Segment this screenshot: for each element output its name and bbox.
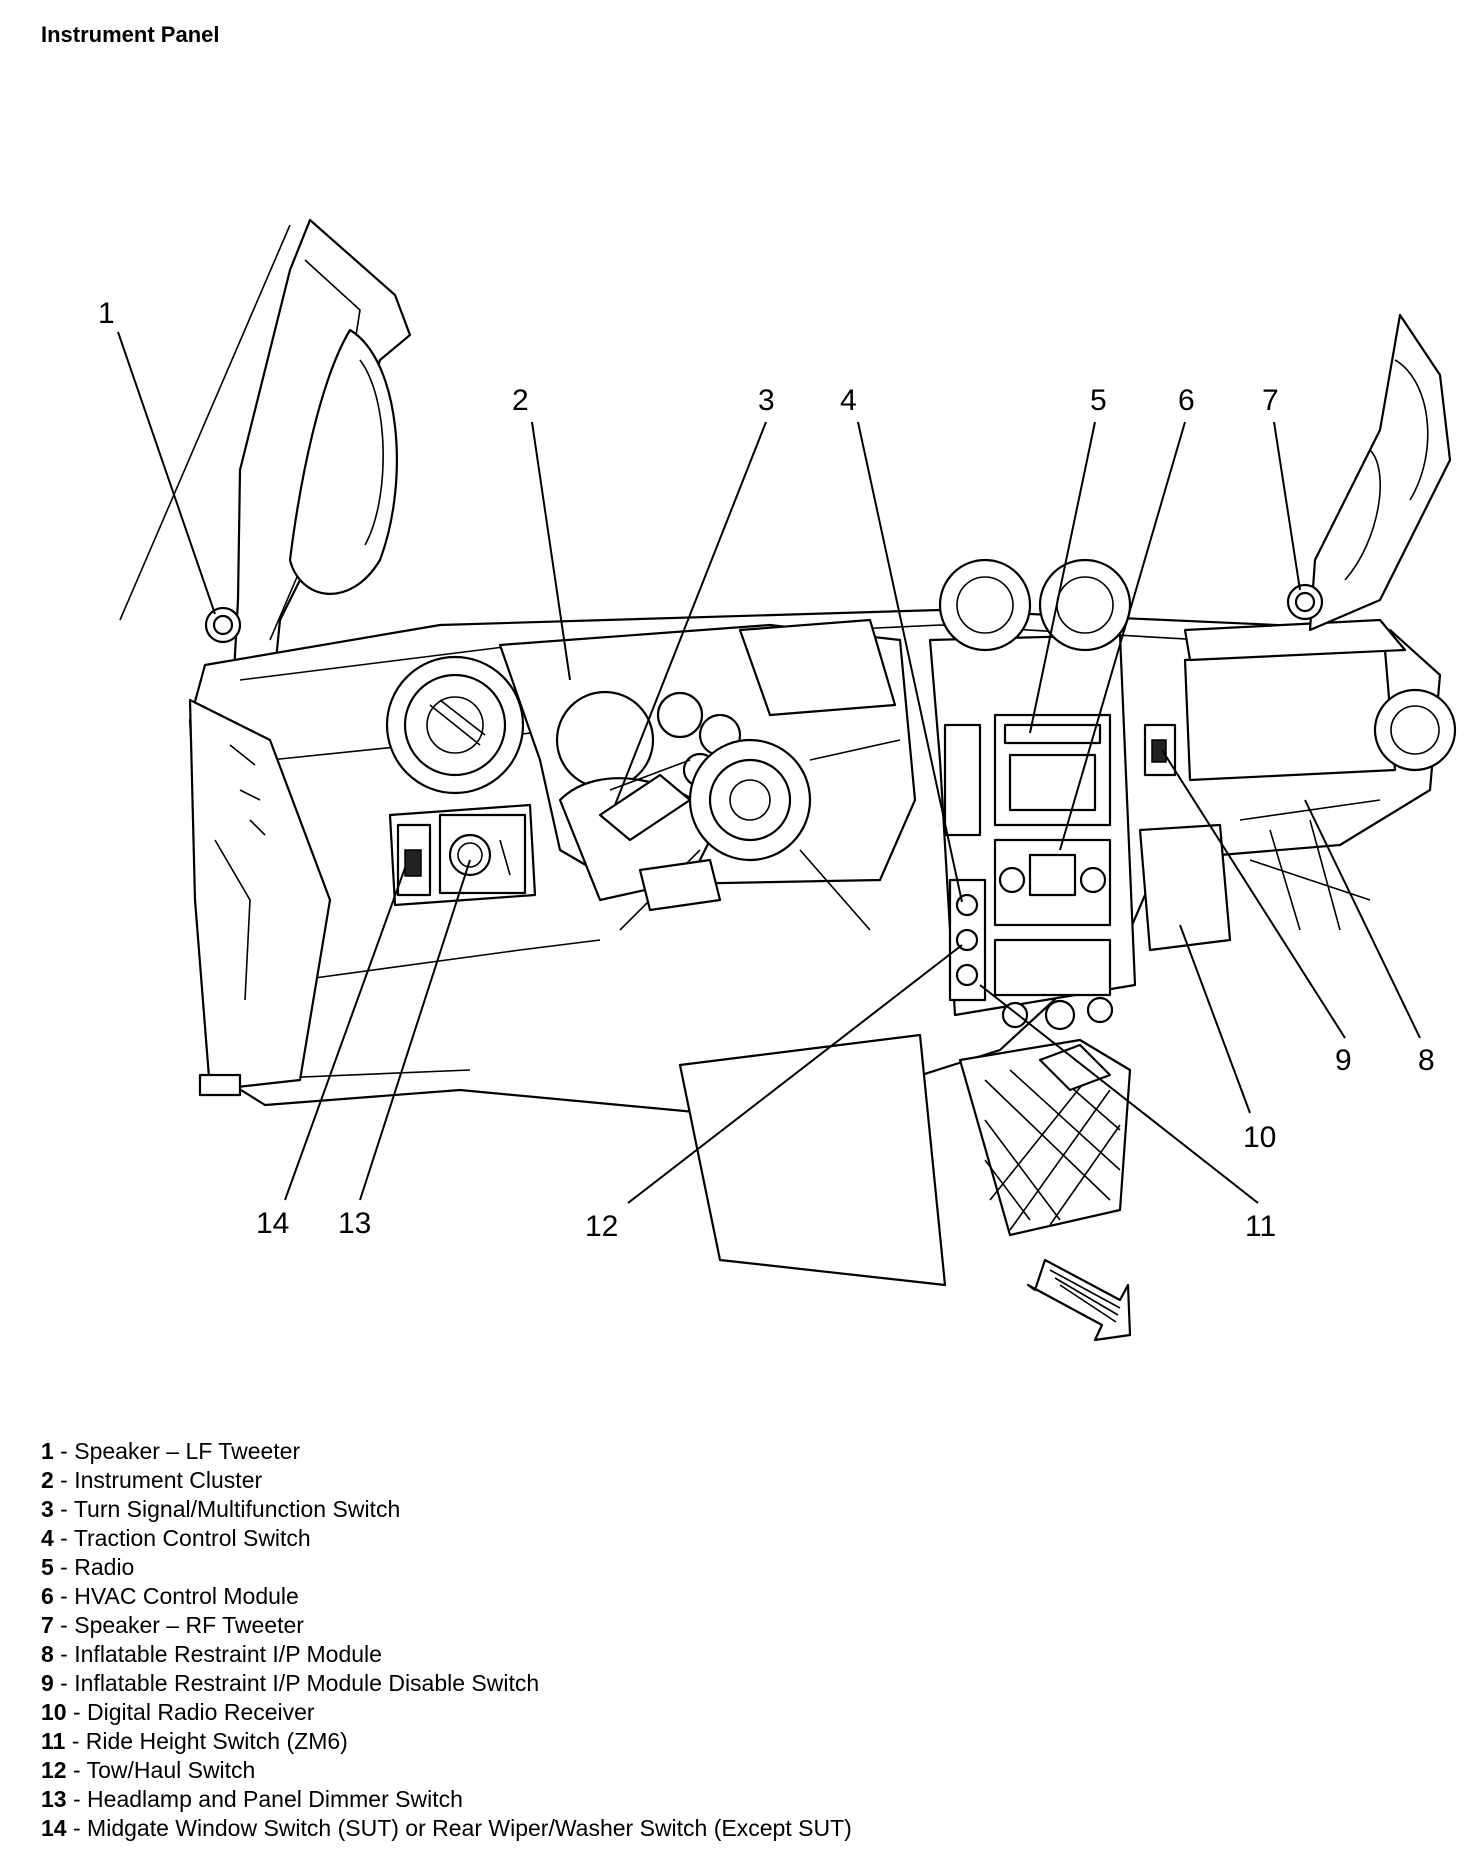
legend-text: Digital Radio Receiver	[87, 1699, 315, 1725]
legend-number: 5	[41, 1554, 54, 1580]
callout-9: 9	[1335, 1044, 1352, 1077]
legend-separator: -	[53, 1438, 75, 1464]
legend-number: 13	[41, 1786, 67, 1812]
legend-text: Turn Signal/Multifunction Switch	[73, 1496, 401, 1522]
legend-number: 12	[41, 1757, 67, 1783]
left-a-pillar	[228, 218, 412, 747]
left-kick-panel	[188, 698, 332, 1097]
diagram-title: Instrument Panel	[41, 22, 220, 47]
legend-text: Headlamp and Panel Dimmer Switch	[87, 1786, 463, 1812]
lower-console	[678, 1033, 1132, 1287]
legend-item: 6 - HVAC Control Module	[41, 1582, 852, 1611]
legend-item: 11 - Ride Height Switch (ZM6)	[41, 1727, 852, 1756]
legend-number: 10	[41, 1699, 67, 1725]
legend-text: Ride Height Switch (ZM6)	[85, 1728, 348, 1754]
callout-11: 11	[1245, 1210, 1276, 1243]
legend-item: 10 - Digital Radio Receiver	[41, 1698, 852, 1727]
legend-number: 8	[41, 1641, 54, 1667]
left-air-vent	[385, 655, 525, 795]
legend-separator: -	[53, 1612, 75, 1638]
legend-number: 6	[41, 1583, 54, 1609]
legend-item: 14 - Midgate Window Switch (SUT) or Rear…	[41, 1814, 852, 1843]
front-arrow-icon	[1026, 1258, 1132, 1342]
callout-labels: 1 2 3 4 5 6 7 8 9 10 11 12 13 14	[98, 297, 1435, 1243]
legend-item: 2 - Instrument Cluster	[41, 1466, 852, 1495]
legend-text: Inflatable Restraint I/P Module Disable …	[74, 1670, 540, 1696]
legend-item: 5 - Radio	[41, 1553, 852, 1582]
legend-number: 3	[41, 1496, 54, 1522]
legend-separator: -	[66, 1757, 87, 1783]
right-dash	[1138, 618, 1457, 952]
center-stack	[928, 558, 1137, 1031]
leader-lines	[117, 331, 1421, 1204]
callout-3: 3	[758, 384, 775, 417]
legend-number: 11	[41, 1728, 66, 1754]
legend-item: 13 - Headlamp and Panel Dimmer Switch	[41, 1785, 852, 1814]
legend-number: 2	[41, 1467, 54, 1493]
callout-6: 6	[1178, 384, 1195, 417]
callout-10: 10	[1243, 1121, 1276, 1154]
callout-14: 14	[256, 1207, 289, 1240]
legend-number: 4	[41, 1525, 54, 1551]
legend-item: 4 - Traction Control Switch	[41, 1524, 852, 1553]
legend-separator: -	[53, 1641, 75, 1667]
callout-2: 2	[512, 384, 529, 417]
legend-separator: -	[66, 1786, 88, 1812]
legend-separator: -	[53, 1583, 75, 1609]
legend-number: 9	[41, 1670, 54, 1696]
callout-8: 8	[1418, 1044, 1435, 1077]
callout-7: 7	[1262, 384, 1279, 417]
legend-item: 9 - Inflatable Restraint I/P Module Disa…	[41, 1669, 852, 1698]
rf-tweeter	[1286, 583, 1324, 621]
windshield-left-edge	[119, 224, 291, 621]
legend-text: Tow/Haul Switch	[86, 1757, 256, 1783]
legend-separator: -	[65, 1728, 86, 1754]
legend-text: Midgate Window Switch (SUT) or Rear Wipe…	[87, 1815, 852, 1841]
callout-1: 1	[98, 297, 115, 330]
legend-number: 7	[41, 1612, 54, 1638]
legend-separator: -	[53, 1496, 74, 1522]
callout-13: 13	[338, 1207, 371, 1240]
legend-separator: -	[53, 1525, 74, 1551]
legend-separator: -	[66, 1699, 88, 1725]
legend-item: 8 - Inflatable Restraint I/P Module	[41, 1640, 852, 1669]
legend-separator: -	[53, 1670, 75, 1696]
legend-separator: -	[53, 1467, 75, 1493]
legend-item: 7 - Speaker – RF Tweeter	[41, 1611, 852, 1640]
legend-separator: -	[66, 1815, 88, 1841]
lf-tweeter	[204, 606, 242, 644]
legend-item: 3 - Turn Signal/Multifunction Switch	[41, 1495, 852, 1524]
left-switch-bezel	[388, 803, 537, 907]
instrument-panel-diagram: 1 2 3 4 5 6 7 8 9 10 11 12 13 14	[98, 218, 1457, 1342]
callout-4: 4	[840, 384, 857, 417]
legend-item: 1 - Speaker – LF Tweeter	[41, 1437, 852, 1466]
legend-text: Inflatable Restraint I/P Module	[74, 1641, 382, 1667]
right-a-pillar	[1308, 313, 1452, 632]
legend-separator: -	[53, 1554, 75, 1580]
legend-number: 14	[41, 1815, 67, 1841]
legend-text: Speaker – LF Tweeter	[74, 1438, 301, 1464]
legend-text: HVAC Control Module	[74, 1583, 299, 1609]
callout-12: 12	[585, 1210, 618, 1243]
legend-text: Speaker – RF Tweeter	[74, 1612, 304, 1638]
component-legend: 1 - Speaker – LF Tweeter 2 - Instrument …	[41, 1437, 852, 1843]
legend-number: 1	[41, 1438, 54, 1464]
legend-text: Instrument Cluster	[74, 1467, 263, 1493]
steering-column	[558, 738, 901, 931]
legend-item: 12 - Tow/Haul Switch	[41, 1756, 852, 1785]
legend-text: Traction Control Switch	[73, 1525, 311, 1551]
callout-5: 5	[1090, 384, 1107, 417]
legend-text: Radio	[74, 1554, 135, 1580]
